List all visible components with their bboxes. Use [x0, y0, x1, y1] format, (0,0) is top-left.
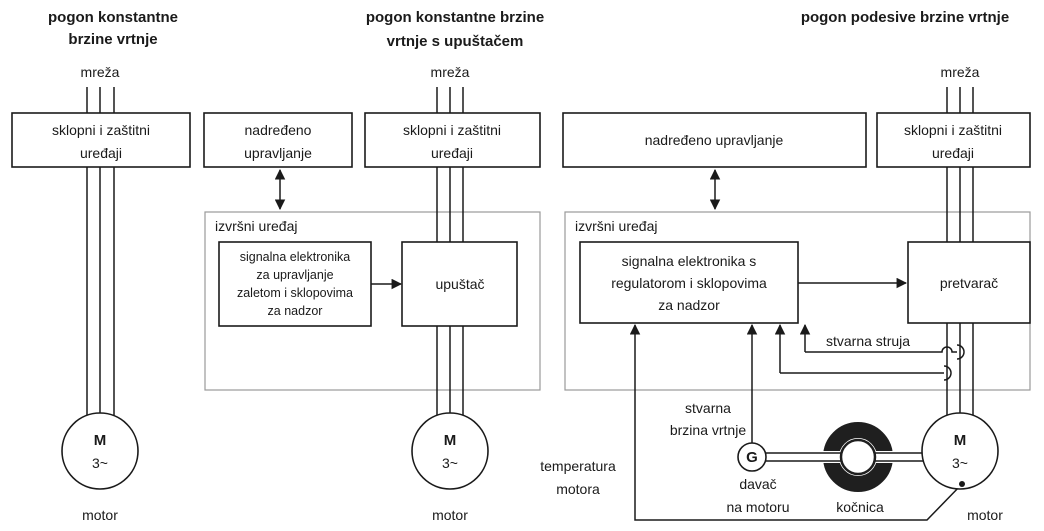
starter-label: upuštač — [435, 276, 484, 292]
supervisory-control-label: upravljanje — [244, 145, 312, 161]
signal-electronics-box — [579, 241, 799, 324]
current-feedback-line — [805, 346, 957, 353]
encoder-label: davač — [739, 476, 776, 492]
signal-electronics-label: za nadzor — [268, 304, 323, 318]
switchgear-label: sklopni i zaštitni — [403, 122, 501, 138]
signal-electronics-label: regulatorom i sklopovima — [611, 275, 767, 291]
switchgear-box — [876, 112, 1031, 168]
signal-electronics-label: zaletom i sklopovima — [237, 286, 353, 300]
motor-label: motor — [82, 507, 118, 523]
switchgear-label: uređaji — [431, 145, 473, 161]
actuator-unit-label: izvršni uređaj — [575, 218, 657, 234]
motor-letter: M — [94, 432, 107, 449]
panel-title: pogon konstantne — [48, 9, 178, 26]
brake-shaft-gap — [872, 451, 896, 463]
brake-hub — [839, 438, 877, 476]
actual-speed-label: stvarna — [685, 400, 731, 416]
signal-electronics-label: signalna elektronika — [240, 250, 351, 264]
signal-electronics-label: za upravljanje — [256, 268, 333, 282]
signal-electronics-box — [218, 241, 372, 327]
signal-electronics-label: za nadzor — [658, 297, 720, 313]
mains-conductors — [946, 87, 974, 415]
actuator-unit-label: izvršni uređaj — [215, 218, 297, 234]
switchgear-box — [364, 112, 541, 168]
mains-label: mreža — [941, 64, 980, 80]
temperature-feedback-line — [629, 323, 963, 521]
tacho-generator-symbol — [737, 442, 767, 472]
panel-fixed-speed-drive: pogon konstantne brzine vrtnje mreža skl… — [11, 9, 191, 523]
current-sensor — [943, 365, 952, 381]
switchgear-label: uređaji — [80, 145, 122, 161]
starter-box — [401, 241, 518, 327]
panel-title: vrtnje s upuštačem — [387, 33, 524, 50]
actuator-unit-frame — [204, 211, 541, 391]
motor-phases: 3~ — [442, 455, 458, 471]
motor-temperature-label: motora — [556, 481, 600, 497]
panel-title: pogon konstantne brzine — [366, 9, 544, 26]
tacho-generator-letter: G — [746, 449, 758, 466]
motor-phases: 3~ — [92, 455, 108, 471]
panel-soft-starter-drive: pogon konstantne brzine vrtnje s upuštač… — [203, 9, 544, 523]
mains-label: mreža — [431, 64, 470, 80]
motor-letter: M — [444, 432, 457, 449]
actual-current-label: stvarna struja — [826, 333, 910, 349]
supervisory-control-label: nadređeno upravljanje — [645, 132, 784, 148]
converter-label: pretvarač — [940, 275, 998, 291]
switchgear-box — [11, 112, 191, 168]
switchgear-label: uređaji — [932, 145, 974, 161]
supervisory-control-label: nadređeno — [245, 122, 312, 138]
brake-shaft-gap — [820, 451, 844, 463]
motor-symbol — [411, 412, 489, 490]
signal-electronics-label: signalna elektronika s — [622, 253, 757, 269]
panel-title: brzine vrtnje — [68, 31, 157, 48]
motor-symbol — [921, 412, 999, 490]
switchgear-label: sklopni i zaštitni — [904, 122, 1002, 138]
motor-label: motor — [432, 507, 468, 523]
encoder-label: na motoru — [726, 499, 789, 515]
motor-temperature-label: temperatura — [540, 458, 616, 474]
motor-symbol — [61, 412, 139, 490]
converter-box — [907, 241, 1031, 324]
switchgear-label: sklopni i zaštitni — [52, 122, 150, 138]
mains-conductors — [86, 87, 115, 415]
motor-phases: 3~ — [952, 455, 968, 471]
supervisory-control-box — [562, 112, 867, 168]
actual-speed-label: brzina vrtnje — [670, 422, 746, 438]
temperature-sensor-dot — [959, 481, 965, 487]
motor-letter: M — [954, 432, 967, 449]
panel-title: pogon podesive brzine vrtnje — [801, 9, 1009, 26]
current-sensor — [956, 344, 965, 360]
supervisory-control-box — [203, 112, 353, 168]
brake-label: kočnica — [836, 499, 884, 515]
mains-label: mreža — [81, 64, 120, 80]
mains-conductors — [436, 87, 464, 415]
motor-label: motor — [967, 507, 1003, 523]
panel-variable-speed-drive: pogon podesive brzine vrtnje mreža izvrš… — [540, 9, 1031, 523]
